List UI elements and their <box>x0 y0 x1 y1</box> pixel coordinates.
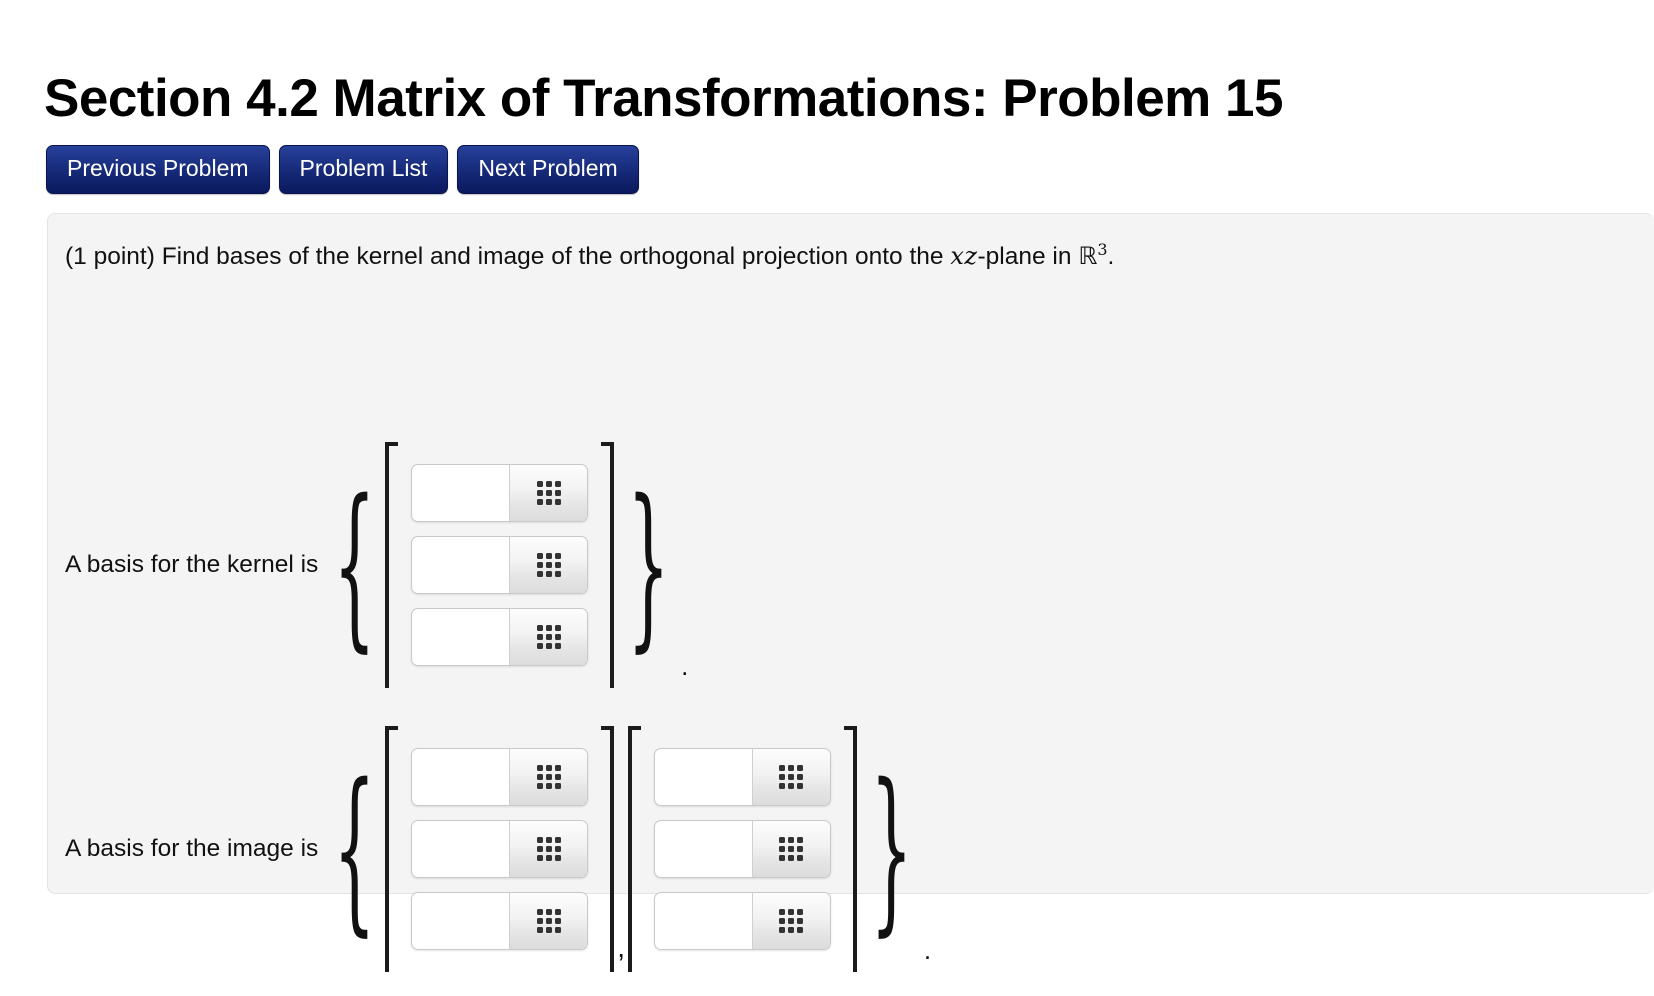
math-keypad-grid-icon[interactable] <box>509 609 588 665</box>
page-title: Section 4.2 Matrix of Transformations: P… <box>44 68 1284 128</box>
problem-statement: (1 point) Find bases of the kernel and i… <box>65 240 1114 273</box>
math-plane-label: xz <box>950 242 978 270</box>
kernel-v1-input-2[interactable] <box>412 537 510 593</box>
problem-points: (1 point) <box>65 243 155 270</box>
kernel-vector-1-cells <box>398 442 601 688</box>
image-v1-cell-1[interactable] <box>411 748 589 806</box>
matrix-right-bracket <box>843 726 857 972</box>
image-answer-label: A basis for the image is <box>65 834 319 862</box>
image-vector-1 <box>385 726 615 972</box>
kernel-v1-input-1[interactable] <box>412 465 510 521</box>
math-keypad-grid-icon[interactable] <box>509 465 588 521</box>
math-keypad-grid-icon[interactable] <box>509 537 588 593</box>
keypad-dot-grid <box>536 625 561 649</box>
kernel-terminator: . <box>681 651 689 681</box>
keypad-dot-grid <box>536 481 561 505</box>
keypad-dot-grid <box>536 553 561 577</box>
problem-nav-bar: Previous Problem Problem List Next Probl… <box>46 145 639 195</box>
math-keypad-grid-icon[interactable] <box>509 893 588 949</box>
problem-text-lead: Find bases of the kernel and image of th… <box>161 243 944 270</box>
math-space-exponent: 3 <box>1097 240 1108 259</box>
matrix-left-bracket <box>385 726 399 972</box>
image-vector-2-cells <box>641 726 844 972</box>
image-v2-input-3[interactable] <box>654 893 752 949</box>
keypad-dot-grid <box>779 909 804 933</box>
math-space-symbol: ℝ3 <box>1078 240 1108 270</box>
keypad-dot-grid <box>779 837 804 861</box>
previous-problem-button[interactable]: Previous Problem <box>46 145 270 195</box>
kernel-v1-cell-1[interactable] <box>411 464 589 522</box>
math-keypad-grid-icon[interactable] <box>751 821 830 877</box>
kernel-vector-1 <box>385 442 615 688</box>
kernel-v1-input-3[interactable] <box>412 609 510 665</box>
matrix-left-bracket <box>627 726 641 972</box>
math-keypad-grid-icon[interactable] <box>751 893 830 949</box>
math-keypad-grid-icon[interactable] <box>509 749 588 805</box>
image-v1-input-2[interactable] <box>412 821 510 877</box>
image-v1-cell-3[interactable] <box>411 892 589 950</box>
matrix-left-bracket <box>385 442 399 688</box>
kernel-v1-cell-3[interactable] <box>411 608 589 666</box>
problem-text-after-plane: -plane in <box>977 243 1072 270</box>
image-v2-cell-1[interactable] <box>653 748 831 806</box>
vector-separator: , <box>617 932 625 963</box>
kernel-v1-cell-2[interactable] <box>411 536 589 594</box>
next-problem-button[interactable]: Next Problem <box>457 145 639 195</box>
matrix-right-bracket <box>601 442 615 688</box>
image-vector-2 <box>627 726 857 972</box>
image-v1-input-1[interactable] <box>412 749 510 805</box>
image-v2-cell-2[interactable] <box>653 820 831 878</box>
kernel-answer-label: A basis for the kernel is <box>65 550 319 578</box>
image-v1-cell-2[interactable] <box>411 820 589 878</box>
keypad-dot-grid <box>536 765 561 789</box>
image-vector-1-cells <box>398 726 601 972</box>
matrix-right-bracket <box>601 726 615 972</box>
math-keypad-grid-icon[interactable] <box>751 749 830 805</box>
image-answer-row: A basis for the image is { <box>65 726 931 972</box>
image-v2-input-1[interactable] <box>654 749 752 805</box>
keypad-dot-grid <box>779 765 804 789</box>
problem-text-end: . <box>1107 243 1115 270</box>
image-v1-input-3[interactable] <box>412 893 510 949</box>
math-keypad-grid-icon[interactable] <box>509 821 588 877</box>
image-terminator: . <box>923 935 932 965</box>
problem-panel: (1 point) Find bases of the kernel and i… <box>47 213 1654 972</box>
keypad-dot-grid <box>536 837 561 861</box>
image-v2-cell-3[interactable] <box>653 892 831 950</box>
image-v2-input-2[interactable] <box>654 821 752 877</box>
kernel-answer-row: A basis for the kernel is { <box>65 442 688 688</box>
keypad-dot-grid <box>536 909 561 933</box>
problem-list-button[interactable]: Problem List <box>278 145 449 195</box>
